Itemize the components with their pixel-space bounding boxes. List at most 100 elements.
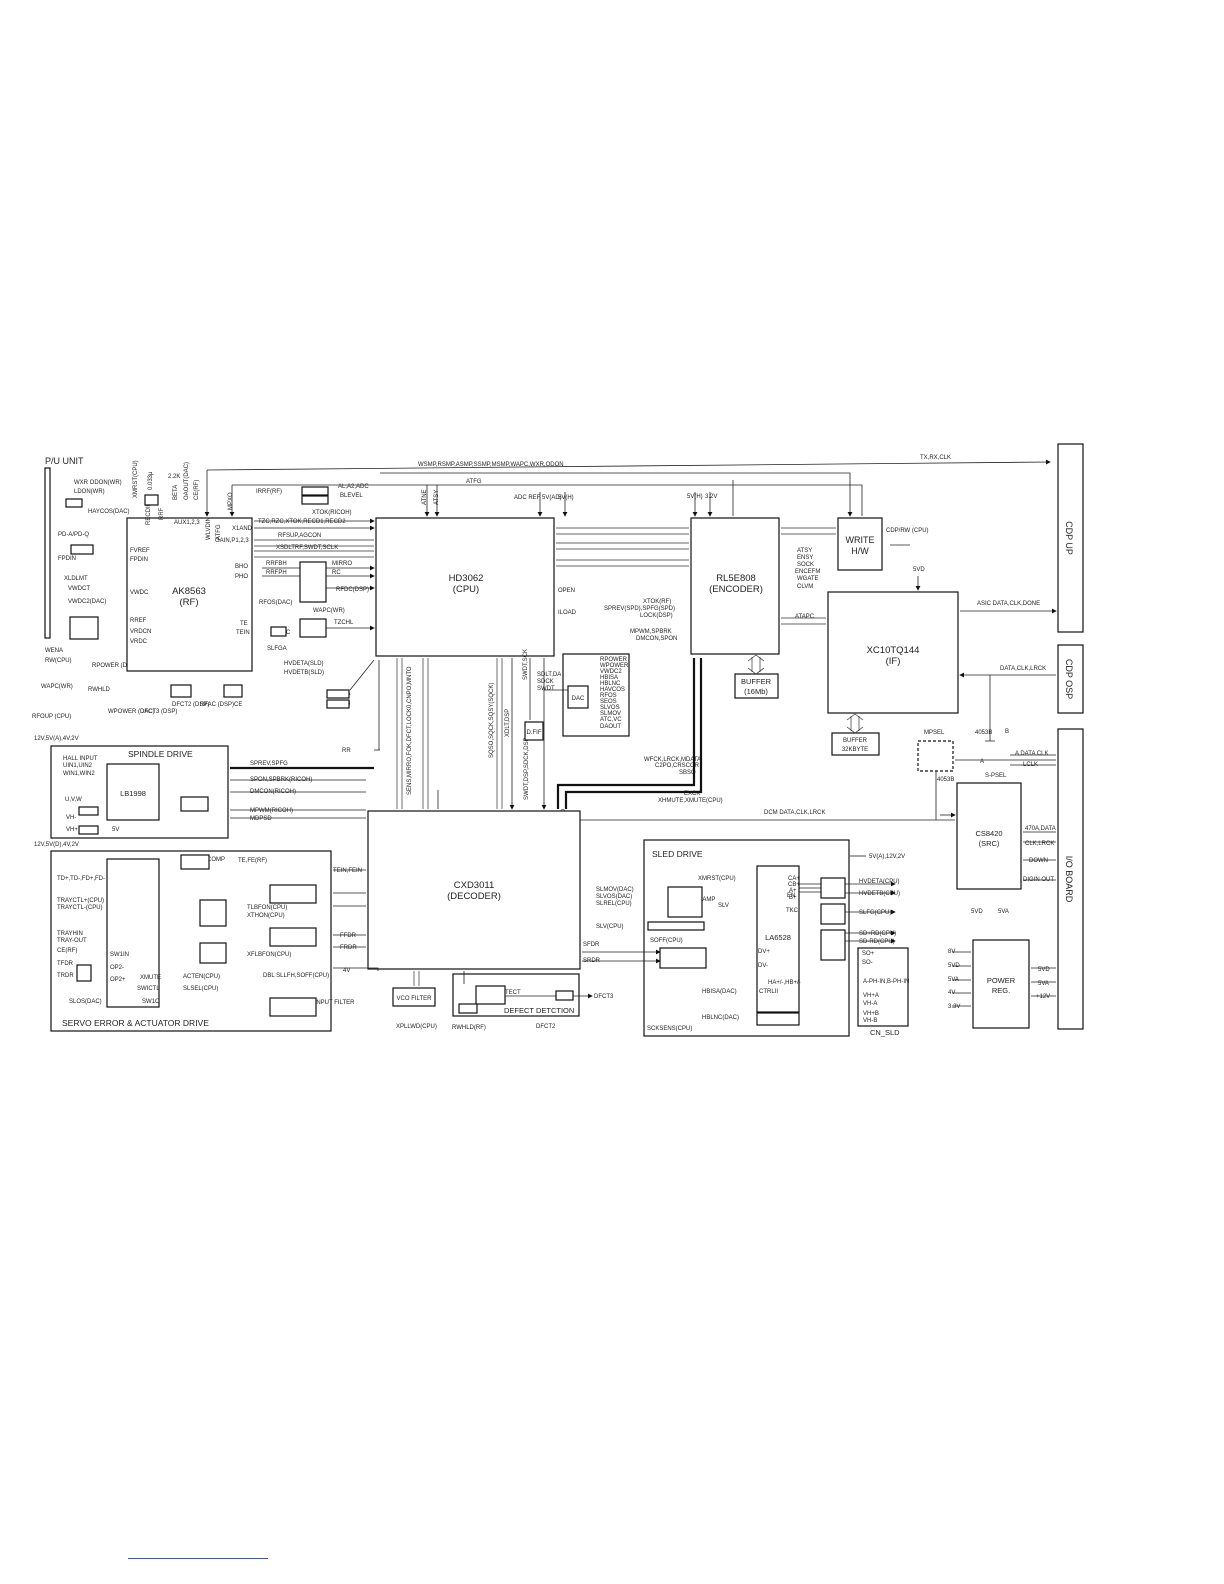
cs-labels-label-8: B bbox=[1005, 729, 1009, 735]
dac-list-label-9: SLMOV bbox=[600, 711, 621, 717]
servo-labels-label-24: XFLBFON(CPU) bbox=[247, 952, 291, 958]
power-labels-label-7: +12V bbox=[1036, 994, 1050, 1000]
bus-txrx: TX,RX,CLK bbox=[920, 455, 951, 461]
servo-labels-label-26: SLSEL(CPU) bbox=[183, 986, 218, 992]
power-labels-label-6: 5VA bbox=[1038, 981, 1049, 987]
cdp-osp-label: CDP OSP bbox=[1064, 659, 1074, 699]
hd3062-block: HD3062 (CPU) bbox=[375, 517, 555, 657]
cs8420-name: CS8420 bbox=[975, 829, 1002, 838]
vco-filter: VCO FILTER bbox=[392, 987, 436, 1007]
pu-signals-label-13: RPOWER (DAC) bbox=[92, 663, 137, 669]
ak-labels-label-10: SOCK bbox=[797, 562, 814, 568]
dfif-block: D.FIF bbox=[524, 721, 544, 741]
ak-labels-label-2: GAIN,P1,2,3 bbox=[215, 538, 249, 544]
dac-list-label-9: 4V bbox=[343, 968, 350, 974]
dac-list-label-1: WPOWER bbox=[600, 663, 629, 669]
bus-data-clk: DATA,CLK,LRCK bbox=[1000, 666, 1046, 672]
servo-labels-label-22: FFDR bbox=[340, 933, 357, 939]
ak8563-sub: (RF) bbox=[180, 597, 199, 608]
dac-list-label-0: SENS,MIRRO,FOK,DFCT,LOCK0,CNPO,MNTO bbox=[407, 666, 413, 795]
defect-title: DEFECT DETCTION bbox=[504, 1006, 574, 1015]
sled-labels-label-25: HVDETA(CPU) bbox=[859, 879, 900, 885]
ak-labels-label-5: VRDC bbox=[130, 639, 148, 645]
servo-labels-label-23: FRDR bbox=[340, 945, 357, 951]
servo-labels-label-3: TRAYHIN bbox=[57, 931, 83, 937]
servo-labels-label-4: TRAY-OUT bbox=[57, 938, 87, 944]
power-labels-label-5: 5VD bbox=[1038, 967, 1050, 973]
ak-labels-label-15: CDP/RW (CPU) bbox=[886, 528, 929, 534]
ak-labels-label-8: MPXO bbox=[228, 492, 234, 510]
servo-title: SERVO ERROR & ACTUATOR DRIVE bbox=[62, 1018, 209, 1028]
dac-list-label-5: HAVCOS bbox=[600, 687, 625, 693]
ak-labels-label-2: XTOK(RF) bbox=[643, 599, 671, 605]
servo-labels-label-7: TRDR bbox=[57, 973, 74, 979]
dac-list-label-4: HBLNC bbox=[600, 681, 621, 687]
pu-signals-label-11: WAPC(WR) bbox=[41, 684, 73, 690]
power-labels-label-3: 4V bbox=[948, 990, 955, 996]
spindle-title: SPINDLE DRIVE bbox=[128, 749, 193, 759]
ak-labels-label-0: FVREF bbox=[130, 548, 150, 554]
sled-labels-label-2: SLREL(CPU) bbox=[596, 901, 632, 907]
ak-labels-label-20: HVDETB(SLD) bbox=[284, 670, 324, 676]
write-hw-block: WRITE H/W bbox=[837, 517, 883, 571]
bus-sled-power: 5V(A),12V,2V bbox=[869, 854, 905, 860]
servo-labels-label-17: TE,FE(RF) bbox=[238, 858, 267, 864]
pu-signals: WXR ODON(WR)LDON(WR)HAYCOS(DAC)PD-A/PD-Q… bbox=[32, 480, 137, 720]
dac-list-label-1: C2PO,CRSCOR bbox=[655, 763, 700, 769]
wiring bbox=[204, 459, 1057, 1007]
ak-labels-label-2: TE bbox=[240, 621, 248, 627]
ak-labels-label-0: WPOWER (DAC) bbox=[108, 709, 155, 715]
ak-labels-label-4: VRDCN bbox=[130, 629, 151, 635]
ak-labels-label-19: HVDETA(SLD) bbox=[284, 661, 324, 667]
servo-labels-label-11: OP2- bbox=[110, 965, 124, 971]
dfif-name: D.FIF bbox=[527, 730, 542, 736]
ak-labels-label-0: XMRST(CPU) bbox=[133, 460, 139, 498]
servo-labels-label-21: XTHON(CPU) bbox=[247, 913, 285, 919]
sled-labels-label-6: SLV(CPU) bbox=[596, 924, 624, 930]
ak-labels-label-5: BLEVEL bbox=[340, 493, 363, 499]
sled-section: SLED DRIVE LA6528 CN_SLD bbox=[643, 839, 909, 1037]
ak-labels-label-2: DFCT2 (DSP) bbox=[172, 702, 209, 708]
spindle-labels-label-5: VH+ bbox=[66, 827, 78, 833]
defect-labels-label-3: DFCT3 bbox=[594, 994, 614, 1000]
ak-labels-label-2: 3.2V bbox=[705, 494, 717, 500]
sled-labels-label-18: TKC bbox=[786, 908, 799, 914]
ak-labels-label-3: SPREV(SPD),SPFG(SPD) bbox=[604, 606, 675, 612]
ak-labels-label-14: RFDC(DSP) bbox=[336, 587, 369, 593]
sled-labels-label-26: HVDETB(CPU) bbox=[859, 891, 900, 897]
spindle-labels-label-13: MDPSD bbox=[250, 816, 272, 822]
dac-list-label-2: XDLT,DSP bbox=[505, 709, 511, 737]
ak-labels-label-25: RR bbox=[342, 748, 351, 754]
buffer-16mb: BUFFER (16Mb) bbox=[734, 673, 779, 699]
buffer32-name: BUFFER bbox=[843, 738, 868, 744]
pu-unit-title: P/U UNIT bbox=[45, 456, 84, 466]
bus-asic: ASIC DATA,CLK,DONE bbox=[977, 601, 1040, 607]
servo-labels-label-18: TEIN,FEIN bbox=[333, 868, 362, 874]
dac-list-label-3: HBISA bbox=[600, 675, 618, 681]
spindle-labels-label-8: 5V bbox=[112, 827, 119, 833]
ak-labels-label-9: XSDLTRF,SWDT,SCLK bbox=[276, 545, 338, 551]
ak-labels-label-4: 5V(H) bbox=[558, 495, 574, 501]
ak-labels-label-4: AL,A2,ADC bbox=[338, 484, 369, 490]
pu-signals-label-7: VWDCT bbox=[68, 586, 90, 592]
cs8420-sub: (SRC) bbox=[979, 839, 1000, 848]
rl5e808-sub: (ENCODER) bbox=[709, 584, 763, 595]
servo-labels-label-10: SW1IN bbox=[110, 952, 129, 958]
write-hw-sub: H/W bbox=[851, 546, 869, 556]
cs-labels-label-0: 470A,DATA bbox=[1025, 826, 1056, 832]
ak-labels-label-5: MPWM,SPBRK bbox=[630, 629, 672, 635]
dac-list-label-7: SEOS bbox=[600, 699, 617, 705]
ak-labels-label-17: TZCHL bbox=[334, 620, 354, 626]
spindle-labels-label-0: HALL INPUT bbox=[63, 756, 98, 762]
spsel-label: S-PSEL bbox=[985, 773, 1007, 779]
pu-signals-label-0: WXR ODON(WR) bbox=[74, 480, 122, 486]
ak8563-name: AK8563 bbox=[172, 586, 206, 597]
dac-list-label-2: VWDC2 bbox=[600, 669, 622, 675]
ak-labels-label-7: TZC,RZC,XTOK,RECD1,RECD2 bbox=[258, 519, 346, 525]
cs8420-block: CS8420 (SRC) bbox=[956, 782, 1022, 890]
servo-section: SERVO ERROR & ACTUATOR DRIVE 12V,5V(D),4… bbox=[34, 842, 332, 1032]
ak-labels-label-6: RECDIN bbox=[146, 502, 152, 525]
servo-labels-label-5: CE(RF) bbox=[57, 948, 77, 954]
pu-signals-label-9: WENA bbox=[45, 648, 63, 654]
sled-labels-label-36: VH+B bbox=[863, 1011, 879, 1017]
